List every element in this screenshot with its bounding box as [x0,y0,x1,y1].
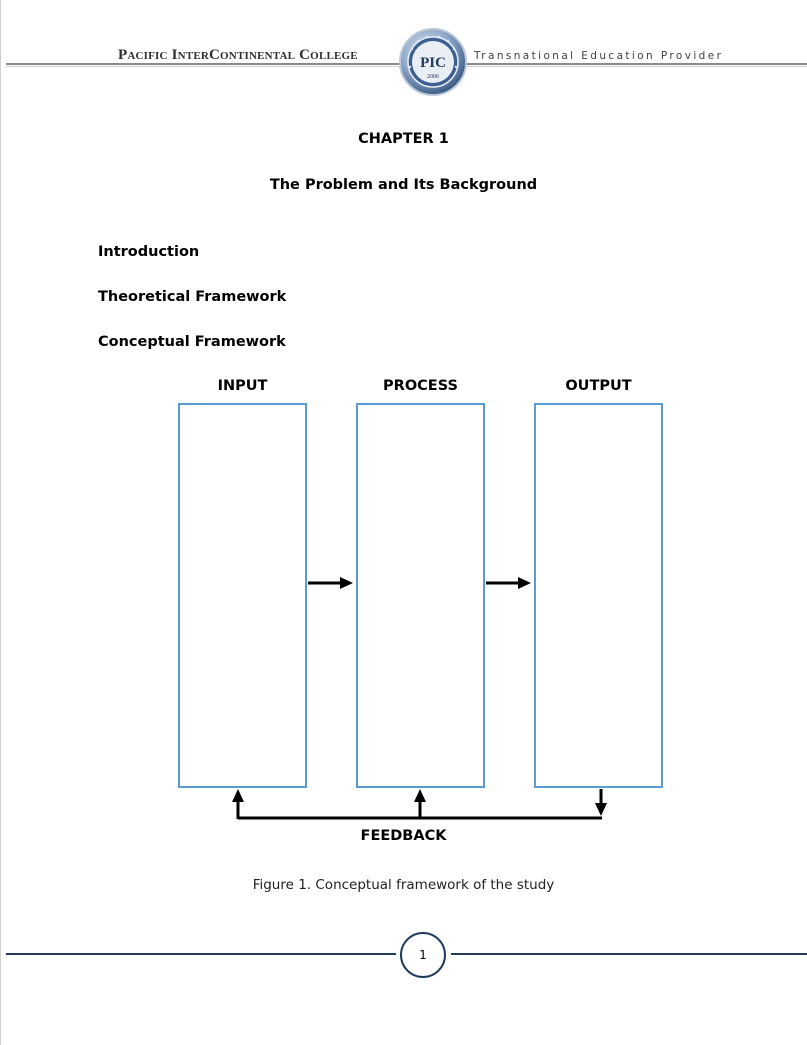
college-name: Pacific InterContinental College [118,47,358,63]
process-label: PROCESS [383,378,458,394]
output-box [534,403,663,788]
page-number: 1 [400,932,446,978]
chapter-title: CHAPTER 1 [358,131,449,147]
feedback-loop-arrow [232,789,607,820]
feedback-label: FEEDBACK [360,828,447,844]
output-label: OUTPUT [565,378,632,394]
figure-caption: Figure 1. Conceptual framework of the st… [252,877,555,893]
footer-rule-right [451,953,807,955]
seal-lettering: PIC [420,55,446,71]
section-heading-theoretical-framework: Theoretical Framework [98,289,287,305]
section-heading-conceptual-framework: Conceptual Framework [98,334,286,350]
chapter-subtitle: The Problem and Its Background [269,177,538,193]
process-box [356,403,485,788]
college-seal-logo: PIC 2006 [399,28,467,96]
input-to-process-arrow [308,577,353,589]
page-edge [0,0,1,1045]
input-box [178,403,307,788]
section-heading-introduction: Introduction [98,244,200,260]
college-tagline: Transnational Education Provider [474,50,724,62]
footer-rule-left [6,953,396,955]
input-label: INPUT [217,378,268,394]
seal-year: 2006 [427,74,439,80]
process-to-output-arrow [486,577,531,589]
